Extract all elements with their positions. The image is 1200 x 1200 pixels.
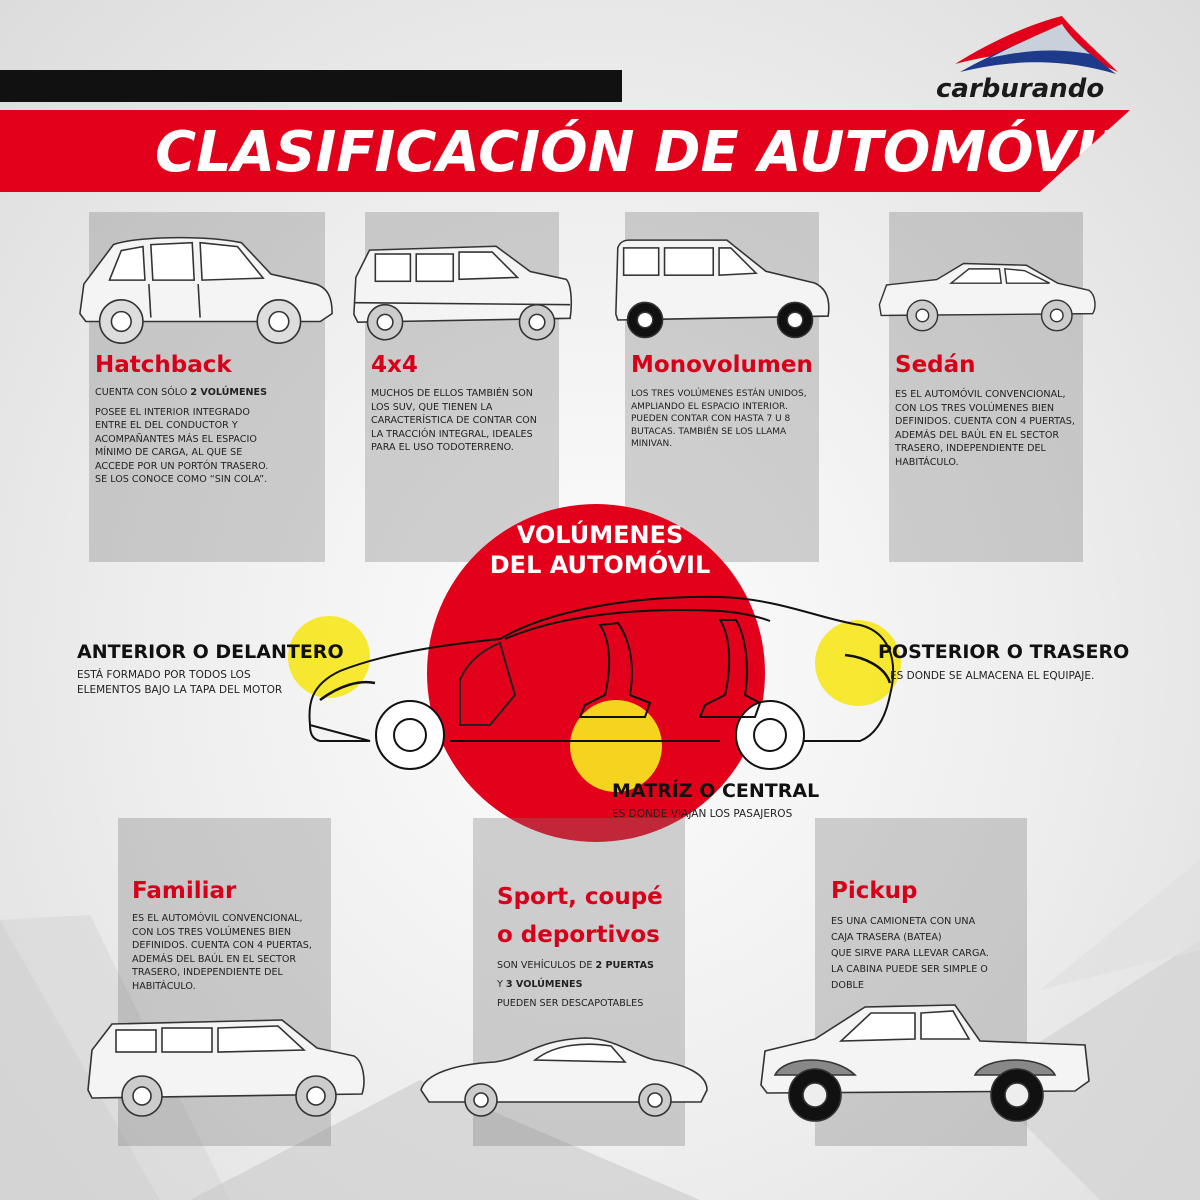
hatchback-volumes-line: CUENTA CON SÓLO 2 VOLÚMENES bbox=[95, 387, 268, 398]
card-sedan: Sedán ES EL AUTOMÓVIL CONVENCIONAL, CON … bbox=[878, 212, 1096, 562]
card-familiar-title: Familiar bbox=[132, 878, 237, 904]
rear-volume-title: POSTERIOR O TRASERO bbox=[878, 641, 1130, 663]
card-hatchback: Hatchback CUENTA CON SÓLO 2 VOLÚMENES PO… bbox=[79, 212, 333, 562]
card-hatchback-title: Hatchback bbox=[95, 352, 232, 378]
front-volume-description: ESTÁ FORMADO POR TODOS LOS ELEMENTOS BAJ… bbox=[77, 669, 283, 696]
card-monovolumen-title: Monovolumen bbox=[631, 352, 813, 378]
volumes-car-icon bbox=[308, 595, 895, 770]
card-sedan-description: ES EL AUTOMÓVIL CONVENCIONAL, CON LOS TR… bbox=[895, 389, 1075, 468]
card-pickup-title: Pickup bbox=[831, 878, 918, 904]
card-monovolumen: Monovolumen LOS TRES VOLÚMENES ESTÁN UNI… bbox=[615, 212, 830, 562]
card-hatchback-description: CUENTA CON SÓLO 2 VOLÚMENES POSEE EL INT… bbox=[95, 386, 317, 487]
logo-roof-icon bbox=[955, 16, 1118, 74]
sport-car-icon bbox=[420, 1037, 708, 1117]
pickup-car-icon bbox=[760, 1004, 1090, 1122]
center-volume-title: MATRÍZ O CENTRAL bbox=[612, 780, 820, 802]
card-4x4-title: 4x4 bbox=[371, 352, 418, 378]
familiar-car-icon bbox=[87, 1019, 365, 1117]
center-volume-highlight bbox=[570, 700, 662, 792]
volumes-title: VOLÚMENES DEL AUTOMÓVIL bbox=[489, 521, 711, 579]
rear-volume-description: ES DONDE SE ALMACENA EL EQUIPAJE. bbox=[890, 670, 1095, 682]
center-volume-description: ES DONDE VIAJAN LOS PASAJEROS bbox=[612, 808, 793, 820]
card-4x4: 4x4 MUCHOS DE ELLOS TAMBIÉN SON LOS SUV,… bbox=[353, 212, 573, 562]
front-volume-title: ANTERIOR O DELANTERO bbox=[77, 641, 344, 663]
sedan-car-icon bbox=[878, 262, 1096, 332]
card-familiar-description: ES EL AUTOMÓVIL CONVENCIONAL, CON LOS TR… bbox=[132, 913, 312, 992]
card-pickup-description: ES UNA CAMIONETA CON UNA CAJA TRASERA (B… bbox=[831, 916, 989, 991]
title-band: CLASIFICACIÓN DE AUTOMÓVILES bbox=[0, 110, 1130, 192]
header-black-bar bbox=[0, 70, 622, 102]
suv-car-icon bbox=[353, 245, 573, 341]
card-sedan-title: Sedán bbox=[895, 352, 976, 378]
card-sport-description: SON VEHÍCULOS DE 2 PUERTAS Y 3 VOLÚMENES… bbox=[497, 956, 677, 1013]
card-monovolumen-description: LOS TRES VOLÚMENES ESTÁN UNIDOS, AMPLIAN… bbox=[631, 389, 807, 449]
sport-volumes-line: Y 3 VOLÚMENES bbox=[497, 979, 583, 990]
card-sport-title: Sport, coupé o deportivos bbox=[497, 884, 663, 948]
brand-logo: carburando bbox=[930, 14, 1130, 104]
hatchback-car-icon bbox=[79, 236, 333, 344]
brand-name: carburando bbox=[936, 74, 1105, 104]
sport-doors-line: SON VEHÍCULOS DE 2 PUERTAS bbox=[497, 960, 654, 971]
minivan-car-icon bbox=[615, 239, 830, 339]
page-title: CLASIFICACIÓN DE AUTOMÓVILES bbox=[155, 120, 1200, 185]
card-4x4-description: MUCHOS DE ELLOS TAMBIÉN SON LOS SUV, QUE… bbox=[371, 388, 537, 453]
rear-volume-highlight bbox=[815, 620, 901, 706]
